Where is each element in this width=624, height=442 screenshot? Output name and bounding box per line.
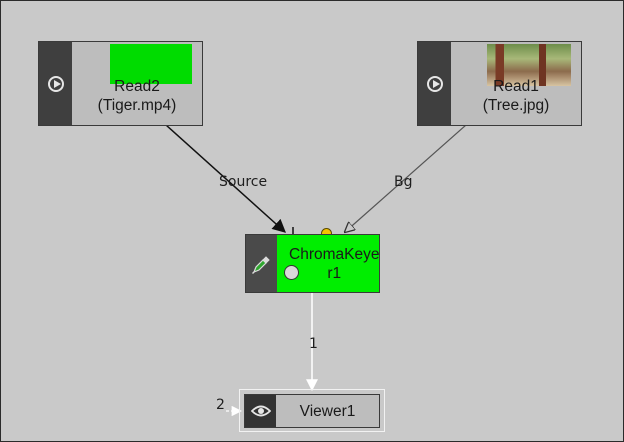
read1-name: Read1 [493, 78, 539, 95]
read2-node-body[interactable]: Read2 (Tiger.mp4) [72, 42, 202, 125]
viewer-input-label: 2 [216, 397, 225, 413]
read2-node-strip [39, 42, 72, 125]
read2-node[interactable]: Read2 (Tiger.mp4) [38, 41, 203, 126]
play-circle-icon [426, 75, 443, 92]
read2-name: Read2 [114, 78, 160, 95]
output-edge-label: 1 [309, 336, 318, 352]
viewer-selection-frame [239, 389, 385, 432]
read2-thumbnail [110, 44, 192, 84]
read1-node-body[interactable]: Read1 (Tree.jpg) [451, 42, 581, 125]
chromakeyer-node-body[interactable]: ChromaKeye r1 [277, 235, 380, 292]
read1-node-strip [418, 42, 451, 125]
viewer-node[interactable]: Viewer1 [244, 394, 380, 428]
bg-edge-label: Bg [394, 174, 413, 190]
disable-toggle[interactable] [284, 265, 299, 280]
eyedropper-icon [251, 255, 270, 274]
read1-file: (Tree.jpg) [482, 97, 550, 114]
read2-file: (Tiger.mp4) [97, 97, 177, 114]
source-edge [165, 124, 287, 233]
chromakeyer-name-line1: ChromaKeye [289, 245, 380, 263]
viewer-node-strip [245, 395, 276, 427]
viewer-node-body[interactable]: Viewer1 [276, 395, 379, 427]
chromakeyer-node-strip [246, 235, 277, 292]
bg-edge [345, 124, 467, 232]
chromakeyer-name-line2: r1 [327, 264, 342, 282]
source-edge-label: Source [219, 174, 268, 190]
viewer-name: Viewer1 [299, 402, 356, 420]
eye-icon [250, 405, 271, 417]
chromakeyer-node[interactable]: ChromaKeye r1 [245, 234, 380, 293]
play-circle-icon [47, 75, 64, 92]
read1-thumbnail [487, 44, 571, 86]
read1-node[interactable]: Read1 (Tree.jpg) [417, 41, 582, 126]
